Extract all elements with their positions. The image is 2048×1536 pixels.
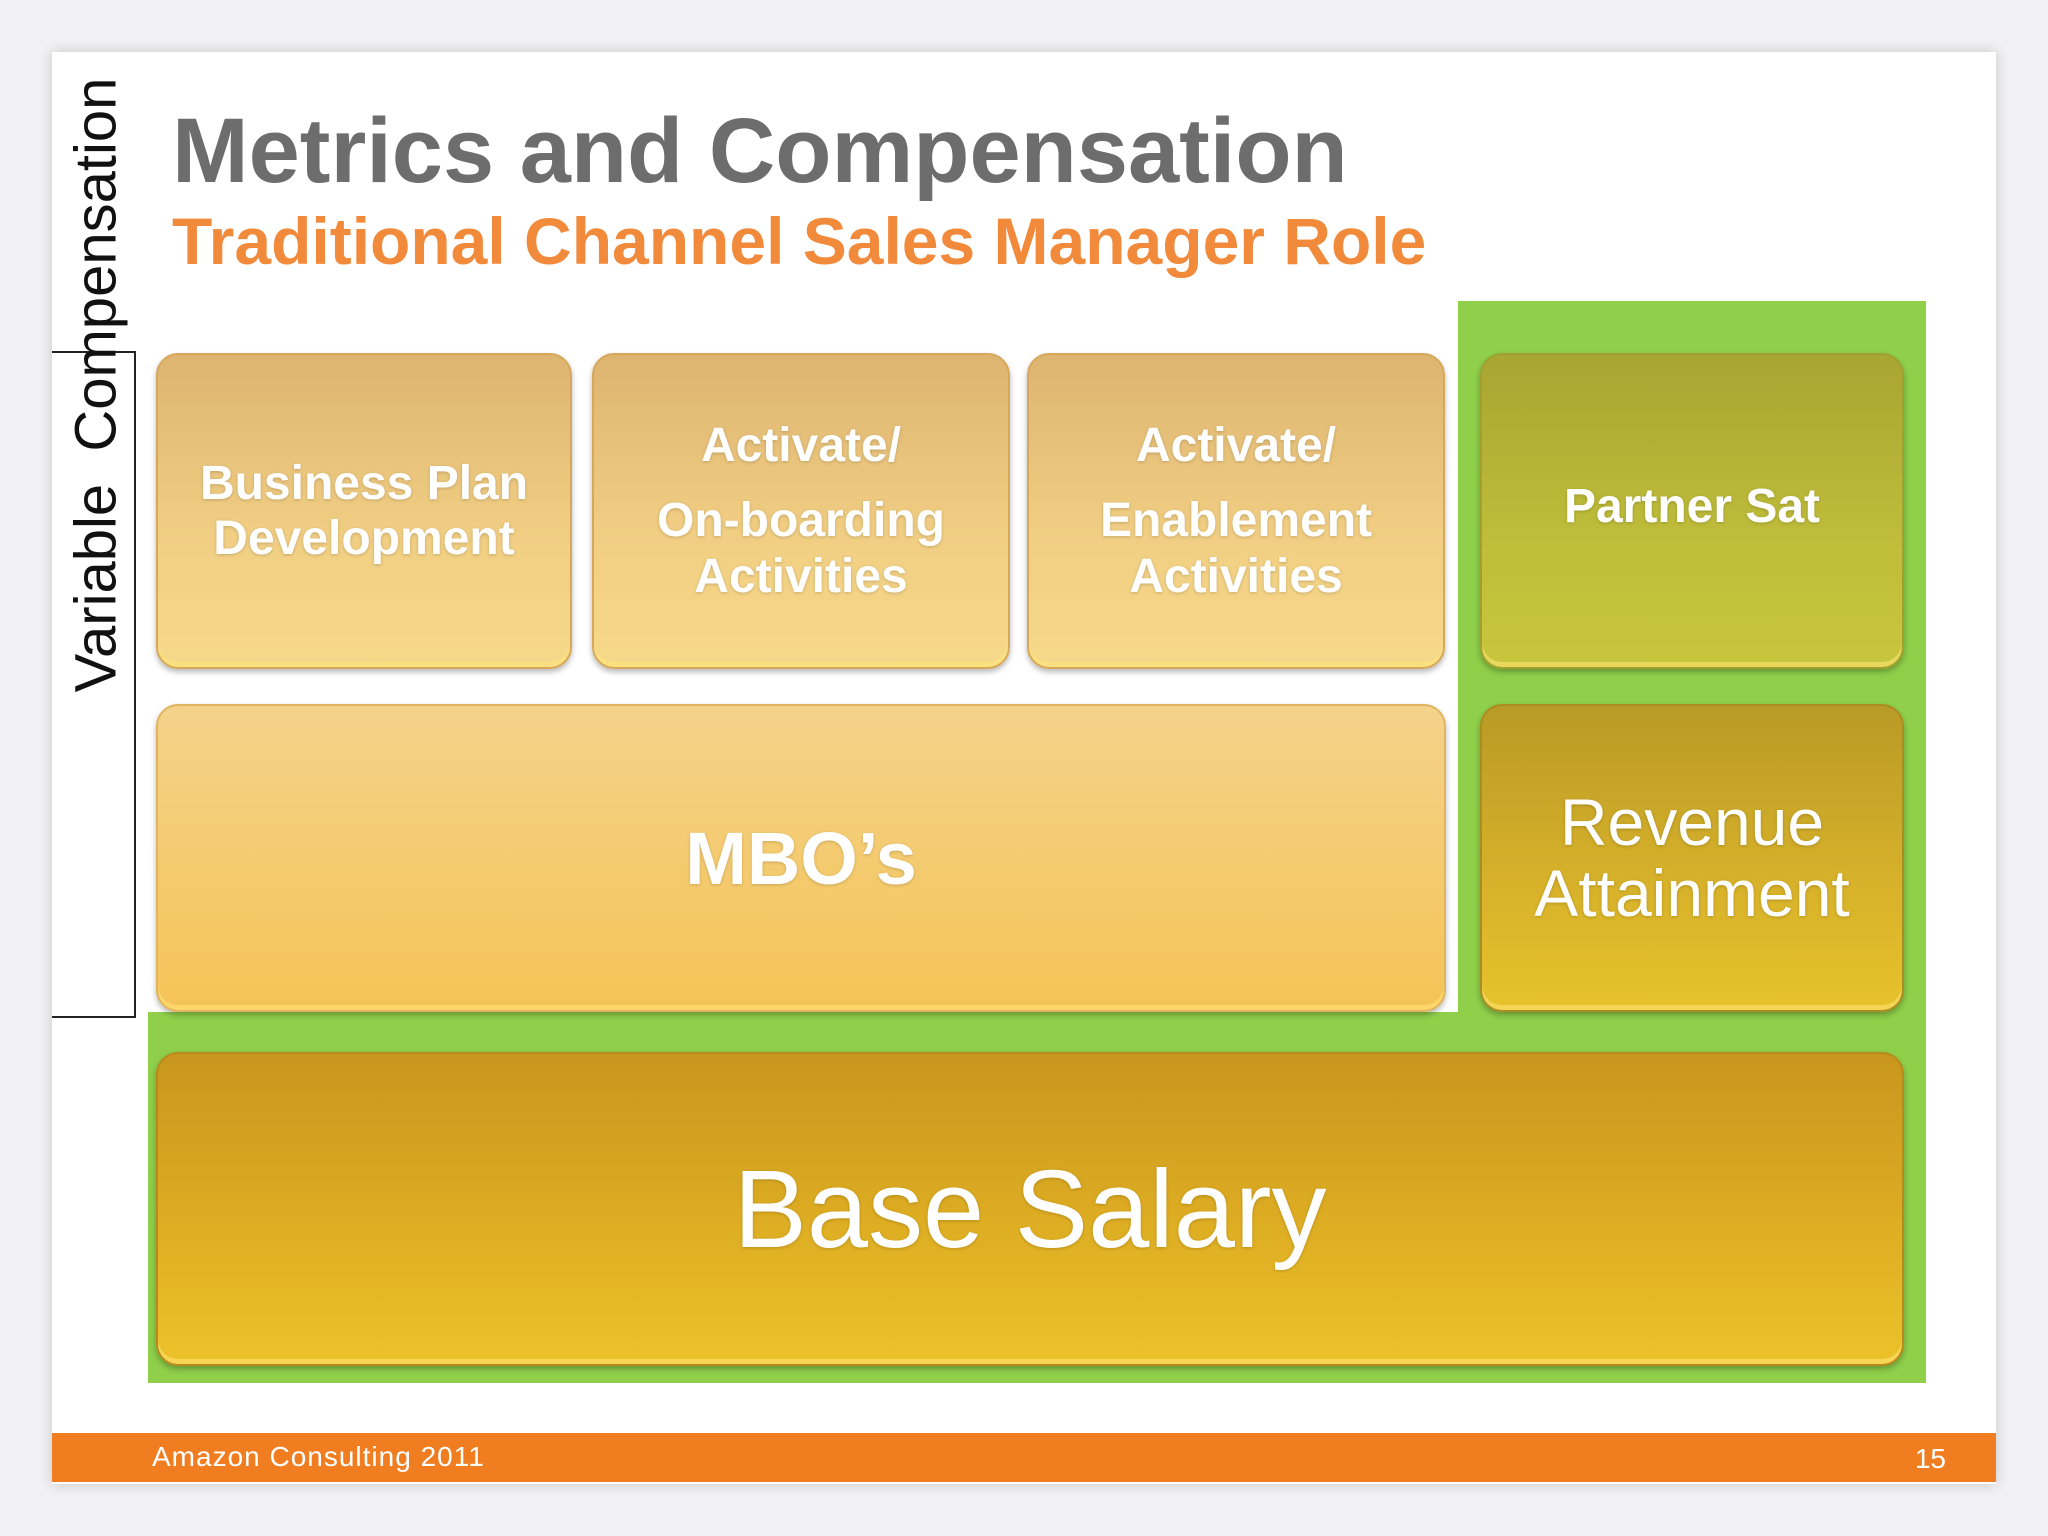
footer-company: Amazon Consulting 2011 (152, 1441, 485, 1472)
onboarding-line-3: Activities (694, 549, 908, 603)
business-plan-block: Business Plan Development (156, 353, 572, 669)
enablement-line-3: Activities (1129, 549, 1343, 603)
enablement-line-2: Enablement (1099, 494, 1373, 548)
page-number: 15 (1914, 1443, 1946, 1474)
onboarding-activities-block: Activate/ On-boarding Activities (592, 353, 1010, 669)
footer-bar: Amazon Consulting 2011 15 (52, 1433, 1996, 1482)
slide-title: Metrics and Compensation (172, 100, 1348, 202)
enablement-line-1: Activate/ (1135, 419, 1337, 473)
slide: Metrics and Compensation Traditional Cha… (52, 52, 1996, 1484)
variable-compensation-label: Variable Compensation (63, 77, 129, 693)
revenue-line-1: Revenue (1559, 784, 1825, 859)
revenue-attainment-block: Revenue Attainment (1480, 704, 1904, 1012)
business-plan-line-2: Development (213, 512, 515, 565)
variable-compensation-label-box (52, 351, 136, 1018)
partner-sat-label: Partner Sat (1563, 480, 1821, 533)
mbos-label: MBO’s (685, 816, 917, 900)
partner-sat-block: Partner Sat (1480, 353, 1904, 669)
onboarding-line-1: Activate/ (700, 419, 902, 473)
base-salary-block: Base Salary (156, 1052, 1904, 1366)
onboarding-line-2: On-boarding (657, 494, 945, 548)
slide-subtitle: Traditional Channel Sales Manager Role (172, 204, 1427, 278)
revenue-line-2: Attainment (1534, 856, 1850, 930)
enablement-activities-block: Activate/ Enablement Activities (1027, 353, 1445, 669)
business-plan-line-1: Business Plan (199, 456, 529, 510)
base-salary-label: Base Salary (733, 1147, 1327, 1271)
mbos-block: MBO’s (156, 704, 1446, 1012)
